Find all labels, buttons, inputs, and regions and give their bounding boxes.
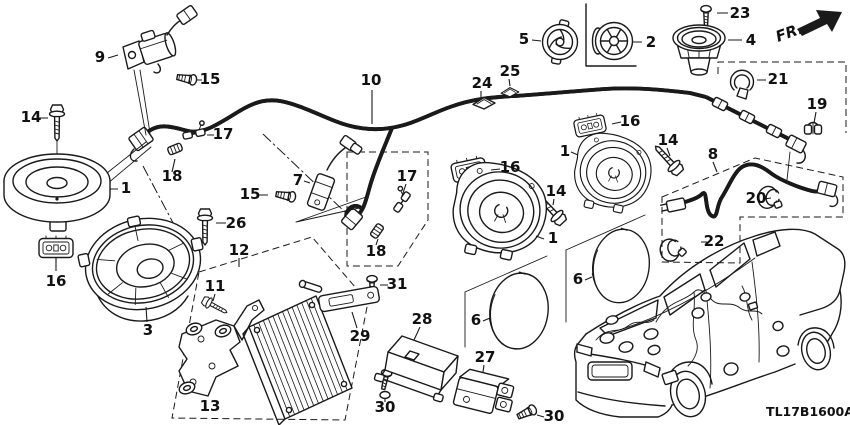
callout-1: 1 — [548, 229, 558, 247]
sub-feeder-cable — [660, 162, 839, 219]
screw-drawing-30b — [515, 402, 539, 423]
callout-21: 21 — [768, 70, 789, 88]
connector-drawing-16a — [38, 235, 74, 259]
diagram-code: TL17B1600A — [766, 404, 850, 419]
speaker-grille-right — [587, 224, 655, 308]
inline-connector — [738, 109, 756, 125]
cone-speaker-4 — [672, 24, 726, 76]
callout-13: 13 — [200, 397, 221, 415]
callout-11: 11 — [205, 277, 226, 295]
screw-drawing-23 — [700, 4, 712, 27]
clip-drawing-19 — [803, 121, 823, 135]
callout-15: 15 — [240, 185, 261, 203]
callout-30: 30 — [544, 407, 565, 425]
car-speaker-locations — [599, 292, 790, 386]
callout-1: 1 — [560, 142, 570, 160]
callout-20: 20 — [746, 189, 767, 207]
callout-16: 16 — [500, 158, 521, 176]
clip-drawing-18b — [369, 222, 385, 240]
callout-labels: 1 1 1 2 3 4 5 6 6 7 8 9 10 11 12 13 14 1… — [21, 4, 828, 425]
subfeeder-end-grip — [660, 197, 687, 213]
callout-3: 3 — [143, 321, 153, 339]
callout-17: 17 — [397, 167, 418, 185]
callout-6: 6 — [573, 270, 583, 288]
callout-16: 16 — [620, 112, 641, 130]
dashed-box-subfeeder — [661, 157, 844, 264]
antenna-amplifier-drawing — [295, 134, 367, 223]
speaker-grille-center — [484, 268, 554, 354]
antenna-motor-assembly — [122, 5, 198, 136]
control-unit-27 — [452, 368, 515, 414]
callout-2: 2 — [646, 33, 656, 51]
callout-8: 8 — [708, 145, 718, 163]
dashdot-link-left — [262, 133, 347, 214]
callout-18: 18 — [366, 242, 387, 260]
hook-clip-drawing-21 — [729, 69, 755, 100]
cord-end-connector — [785, 134, 807, 154]
callout-14: 14 — [658, 131, 679, 149]
center-speaker-group-bracket — [464, 255, 548, 348]
callout-22: 22 — [704, 232, 725, 250]
tweeter-group-bracket — [585, 3, 637, 67]
inline-connector — [711, 96, 729, 112]
callout-23: 23 — [730, 4, 751, 22]
front-direction-indicator: FR. — [773, 10, 842, 46]
bolt-drawing-11 — [199, 294, 231, 318]
callout-16: 16 — [46, 272, 67, 290]
callout-14: 14 — [546, 182, 567, 200]
callout-17: 17 — [213, 125, 234, 143]
bolt-drawing-14a — [48, 104, 66, 142]
car-body-drawing — [573, 228, 846, 418]
callout-26: 26 — [226, 214, 247, 232]
callout-31: 31 — [387, 275, 408, 293]
callout-24: 24 — [472, 74, 493, 92]
dashed-box-amplifier — [171, 236, 369, 421]
dashed-box-antenna-cord — [717, 61, 847, 133]
callout-14: 14 — [21, 108, 42, 126]
callout-5: 5 — [519, 30, 529, 48]
screw-drawing-15a — [175, 71, 199, 87]
callout-30: 30 — [375, 398, 396, 416]
callout-27: 27 — [475, 348, 496, 366]
callout-4: 4 — [746, 31, 756, 49]
callout-9: 9 — [95, 48, 105, 66]
front-door-flat-speaker — [3, 141, 152, 232]
subfeeder-end-connector — [816, 180, 838, 198]
inline-connector — [765, 123, 783, 139]
antenna-feeder-cable — [128, 86, 807, 231]
callout-15: 15 — [200, 70, 221, 88]
tuner-unit-28 — [373, 335, 459, 403]
callout-10: 10 — [361, 71, 382, 89]
dashed-box-cable-clips — [346, 151, 429, 267]
callout-29: 29 — [350, 327, 371, 345]
callout-19: 19 — [807, 95, 828, 113]
callout-18: 18 — [162, 167, 183, 185]
callout-1: 1 — [121, 179, 131, 197]
bracket-29 — [298, 279, 380, 313]
callout-6: 6 — [471, 311, 481, 329]
clip-drawing-18a — [166, 141, 184, 157]
subwoofer-speaker — [77, 215, 204, 323]
screw-drawing-15b — [274, 188, 298, 204]
clip-drawing-17b — [385, 184, 413, 214]
feeder-connector — [340, 207, 364, 231]
tweeter-speaker-5 — [541, 19, 579, 65]
leader-lines — [39, 12, 817, 418]
callout-12: 12 — [229, 241, 250, 259]
callout-7: 7 — [293, 171, 303, 189]
antenna-base-connector — [128, 126, 154, 152]
callout-25: 25 — [500, 62, 521, 80]
tweeter-speaker-2 — [591, 21, 634, 61]
rear-door-speaker-right — [566, 127, 659, 220]
clamp-drawing-22 — [657, 235, 689, 264]
fr-arrow-icon — [797, 10, 842, 36]
amplifier-bracket-13 — [178, 299, 265, 397]
right-speaker-group-bracket — [565, 214, 646, 323]
callout-28: 28 — [412, 310, 433, 328]
audio-amplifier-unit — [242, 295, 353, 425]
